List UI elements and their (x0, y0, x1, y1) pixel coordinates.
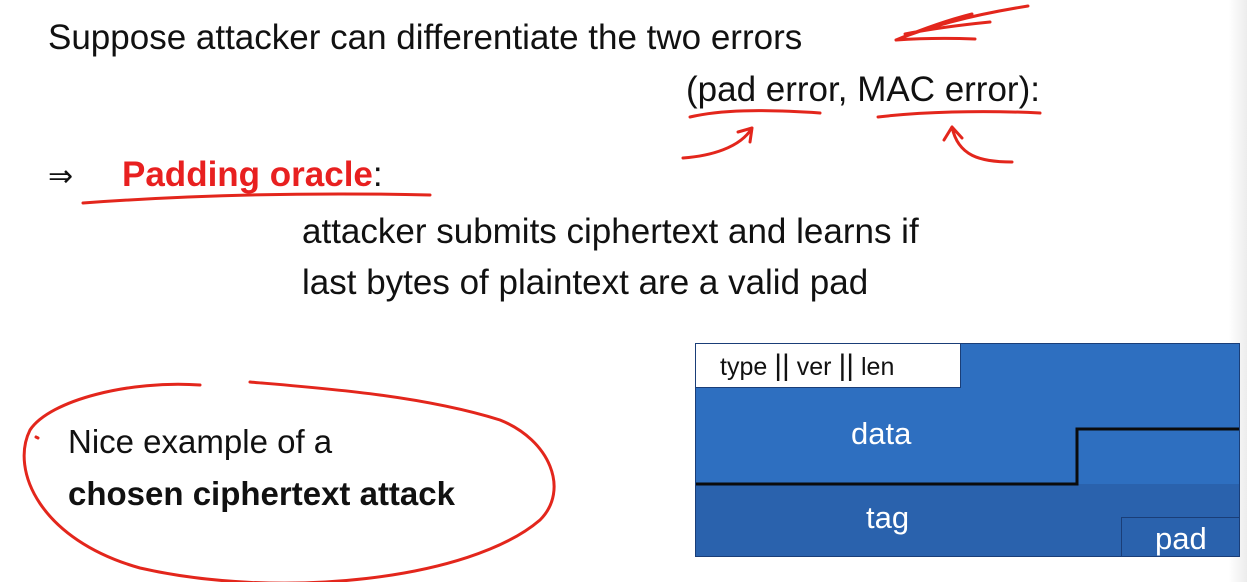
implies-arrow-icon: ⇒ (48, 159, 74, 194)
ink-underline-padding-oracle (81, 192, 432, 205)
header-separator-1: || (774, 349, 790, 382)
pad-cell: pad (1121, 517, 1239, 556)
tag-label: tag (866, 500, 910, 535)
note-line-1: Nice example of a (68, 423, 333, 460)
note-line-2: chosen ciphertext attack (68, 475, 455, 512)
heading-line-1: Suppose attacker can differentiate the t… (48, 18, 803, 57)
record-header-cell: type || ver || len (696, 344, 961, 388)
data-label: data (851, 416, 912, 451)
pad-label: pad (1155, 521, 1207, 556)
data-tag-boundary-line (696, 427, 1239, 486)
header-len-label: len (861, 353, 895, 381)
ink-arrow-to-errors (894, 4, 1030, 42)
oracle-description-line-2: last bytes of plaintext are a valid pad (302, 263, 869, 302)
oracle-description-line-1: attacker submits ciphertext and learns i… (302, 212, 919, 251)
ink-underline-mac-error (876, 110, 1042, 119)
ink-dot (34, 435, 40, 440)
header-type-label: type (720, 353, 768, 381)
ink-arrow-mac-error (942, 125, 1014, 164)
header-separator-2: || (838, 349, 855, 382)
heading-line-2: (pad error, MAC error): (686, 70, 1040, 109)
tls-record-diagram: type || ver || len data tag pad (695, 343, 1240, 557)
ink-underline-pad-error (688, 109, 822, 119)
padding-oracle-colon: : (372, 155, 383, 194)
ink-arrow-pad-error (681, 126, 754, 160)
padding-oracle-heading: Padding oracle: (122, 155, 383, 195)
padding-oracle-term: Padding oracle (122, 155, 373, 194)
header-ver-label: ver (796, 353, 832, 381)
